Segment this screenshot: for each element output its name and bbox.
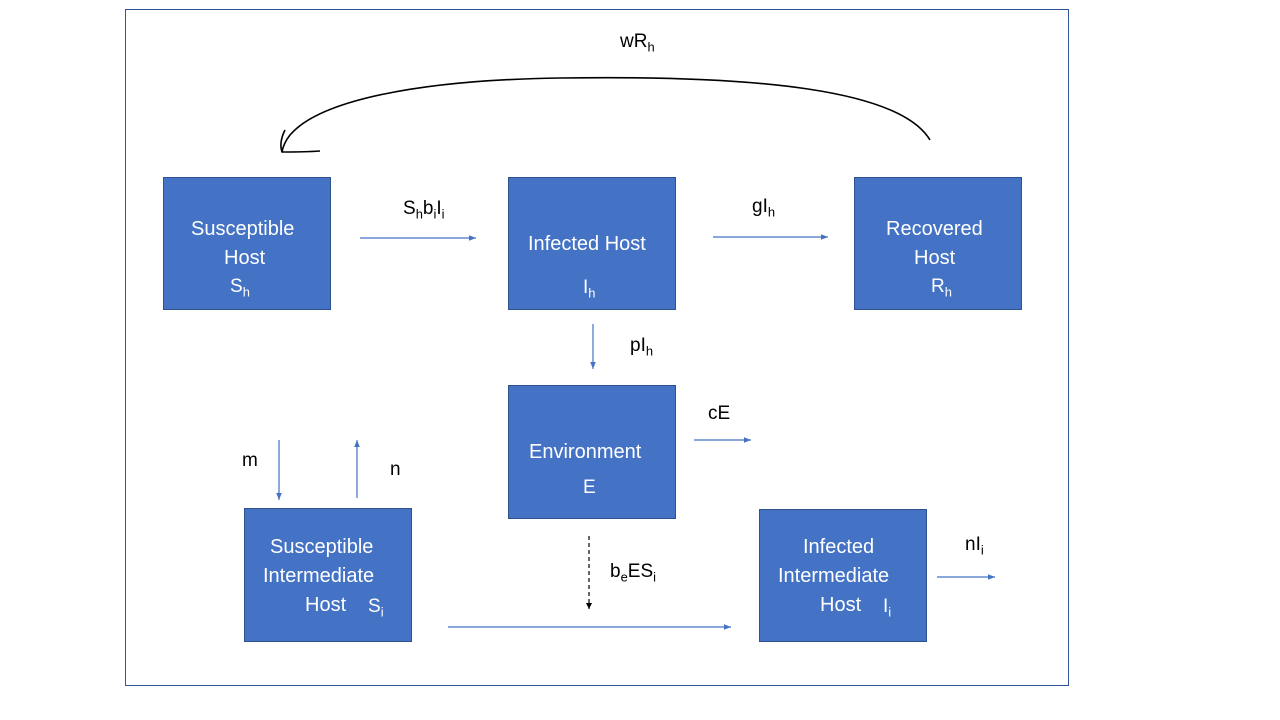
box-symbol: Ii (883, 596, 892, 620)
box-symbol: Rh (931, 276, 952, 300)
box-label: Infected (803, 536, 875, 558)
box-label: Intermediate (778, 565, 890, 587)
birth-rate-label: m (242, 450, 258, 471)
diagram-frame (125, 9, 1069, 686)
box-symbol: Ih (583, 277, 596, 301)
box-symbol: Sh (230, 276, 250, 300)
shedding-rate-label: pIh (630, 335, 654, 359)
box-label: Host (914, 247, 956, 269)
host-infection-rate-label: ShbiIi (403, 198, 445, 222)
box-label: Host (224, 247, 266, 269)
environment-box: Environment E (508, 385, 676, 519)
infected-intermediate-host-box: Infected Intermediate Host Ii (759, 509, 927, 642)
box-label: Intermediate (263, 565, 375, 587)
susceptible-death-rate-label: n (390, 459, 401, 480)
box-label: Environment (529, 441, 642, 463)
waning-arrowhead (280, 129, 321, 153)
waning-curve-arrow (281, 76, 931, 153)
box-symbol: Si (368, 596, 384, 620)
decay-rate-label: cE (708, 403, 731, 424)
box-label: Susceptible (191, 218, 295, 240)
waning-rate-label: wRh (620, 31, 655, 55)
recovery-rate-label: gIh (752, 196, 776, 220)
intermediate-infection-rate-label: beESi (610, 561, 656, 585)
box-label: Susceptible (270, 536, 374, 558)
box-label: Recovered (886, 218, 983, 240)
box-symbol: E (583, 477, 596, 498)
box-label: Infected Host (528, 233, 646, 255)
box-label: Host (820, 594, 862, 616)
susceptible-host-box: Susceptible Host Sh (163, 177, 331, 310)
infected-host-box: Infected Host Ih (508, 177, 676, 310)
infected-death-rate-label: nIi (965, 534, 984, 558)
susceptible-intermediate-host-box: Susceptible Intermediate Host Si (244, 508, 412, 642)
recovered-host-box: Recovered Host Rh (854, 177, 1022, 310)
box-label: Host (305, 594, 347, 616)
